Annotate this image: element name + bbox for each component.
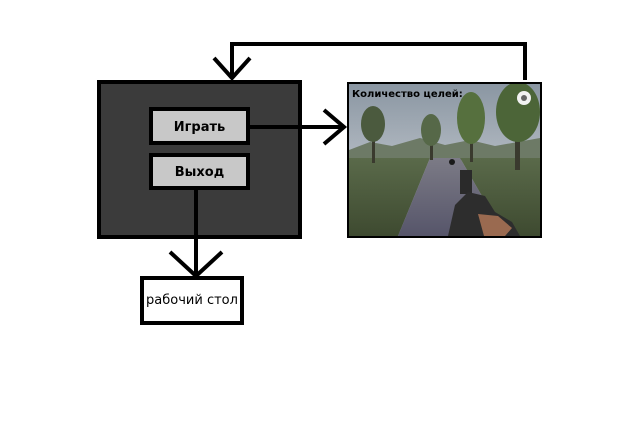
arrow-game-to-menu (212, 42, 527, 81)
tree-icon (361, 106, 441, 163)
targets-count-label: Количество целей: (352, 89, 463, 100)
exit-button[interactable]: Выход (149, 153, 250, 190)
play-button-label: Играть (174, 120, 226, 135)
arrow-exit-to-desktop (168, 188, 224, 279)
desktop-node: рабочий стол (140, 276, 244, 325)
game-screenshot: Количество целей: (349, 84, 540, 236)
desktop-label: рабочий стол (146, 293, 238, 308)
arrow-play-to-game (248, 108, 348, 146)
pistol-icon (448, 170, 520, 236)
target-icon (449, 159, 455, 165)
exit-button-label: Выход (175, 165, 224, 180)
main-menu: Играть Выход (97, 80, 302, 239)
game-screen: Количество целей: (347, 82, 542, 238)
play-button[interactable]: Играть (149, 107, 250, 145)
